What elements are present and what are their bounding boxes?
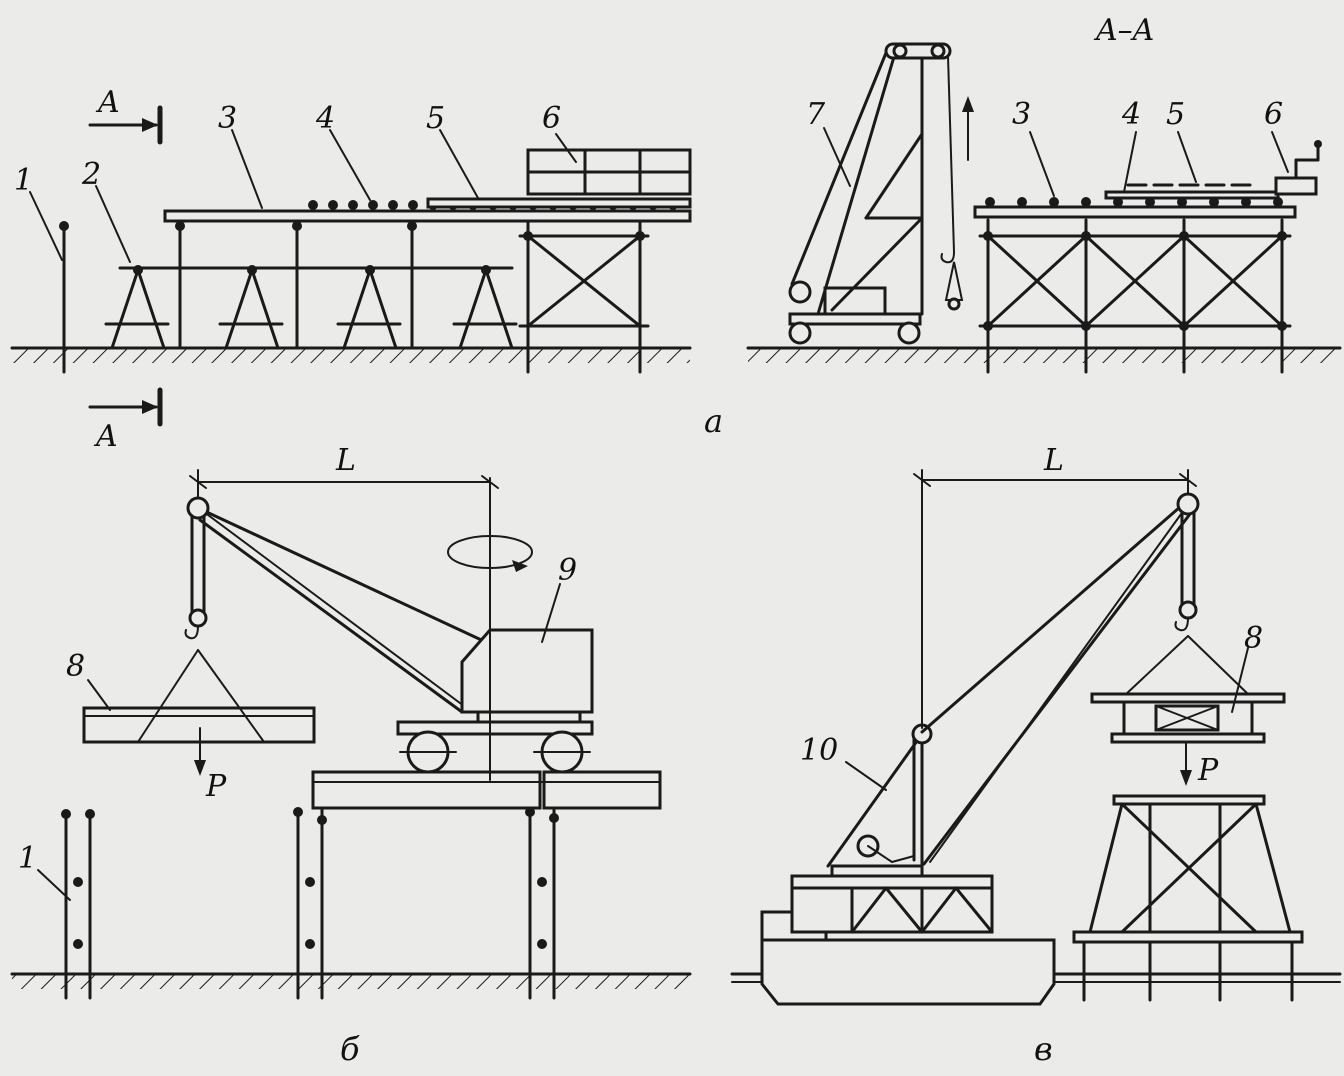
- leader-lines-a: [29, 129, 577, 263]
- scaffold-tower: [518, 220, 650, 374]
- section-winch: [1274, 140, 1322, 196]
- ground-hatch: [748, 349, 1340, 363]
- label-5: 5: [426, 101, 445, 136]
- rail-crane: [184, 477, 594, 781]
- lifted-block: [1090, 635, 1286, 786]
- load-label-P-c: P: [1197, 753, 1219, 788]
- span-element: [426, 197, 692, 209]
- conveyor-deck: [163, 209, 692, 223]
- installed-span-2: [542, 770, 662, 810]
- label-4-section: 4: [1121, 97, 1141, 132]
- panel-a-side-view: 1 2 3 4 5 6 A A: [10, 85, 692, 454]
- subfigure-label-c: в: [1034, 1030, 1053, 1068]
- gantry-crane: [788, 42, 974, 345]
- label-7: 7: [806, 97, 826, 132]
- subfigure-label-b: б: [340, 1030, 360, 1068]
- dimension-label-L-c: L: [1043, 443, 1064, 478]
- assembled-block: [526, 148, 692, 196]
- leader-lines-section: [823, 127, 1289, 197]
- label-1-pile: 1: [18, 841, 37, 876]
- subfigure-label-a: а: [704, 402, 723, 440]
- pontoon: [760, 864, 1056, 1006]
- pile-group-left: [61, 809, 95, 1000]
- section-marker: [88, 105, 163, 427]
- label-9: 9: [558, 553, 577, 588]
- load-label-P: P: [205, 769, 227, 804]
- label-8: 8: [66, 649, 85, 684]
- label-1: 1: [14, 163, 33, 198]
- floating-crane: [826, 492, 1200, 868]
- section-title: A–A: [1093, 13, 1154, 48]
- panel-c-floating-crane: 10 8 L P: [730, 443, 1342, 1006]
- label-3-section: 3: [1012, 97, 1031, 132]
- label-4: 4: [315, 101, 335, 136]
- label-6-section: 6: [1264, 97, 1283, 132]
- ground-hatch: [12, 975, 690, 989]
- dimension-L-c: [913, 469, 1197, 729]
- section-span-element: [1104, 190, 1280, 200]
- dimension-label-L: L: [335, 443, 356, 478]
- panel-b-rail-crane: 8 9 1 L P: [10, 443, 692, 1000]
- bridge-piers: [293, 807, 559, 1000]
- label-2: 2: [81, 157, 101, 192]
- label-8-block: 8: [1244, 621, 1263, 656]
- label-3: 3: [218, 101, 237, 136]
- installed-span-1: [311, 770, 542, 810]
- label-5-section: 5: [1166, 97, 1185, 132]
- leader-lines-b: [37, 583, 561, 901]
- section-label-top: A: [95, 85, 120, 120]
- section-label-bottom: A: [93, 419, 118, 454]
- section-scaffold: [973, 205, 1297, 374]
- deck-posts: [175, 221, 417, 350]
- label-6: 6: [542, 101, 561, 136]
- trestles: [104, 265, 518, 350]
- dimension-L-b: [189, 469, 499, 499]
- ground-hatch: [12, 349, 690, 363]
- panel-a-section-view: A–A: [746, 13, 1342, 374]
- pier-on-piles: [1072, 794, 1304, 1002]
- lifted-span: [82, 649, 316, 776]
- leader-lines-c: [845, 647, 1249, 791]
- label-10: 10: [800, 733, 838, 768]
